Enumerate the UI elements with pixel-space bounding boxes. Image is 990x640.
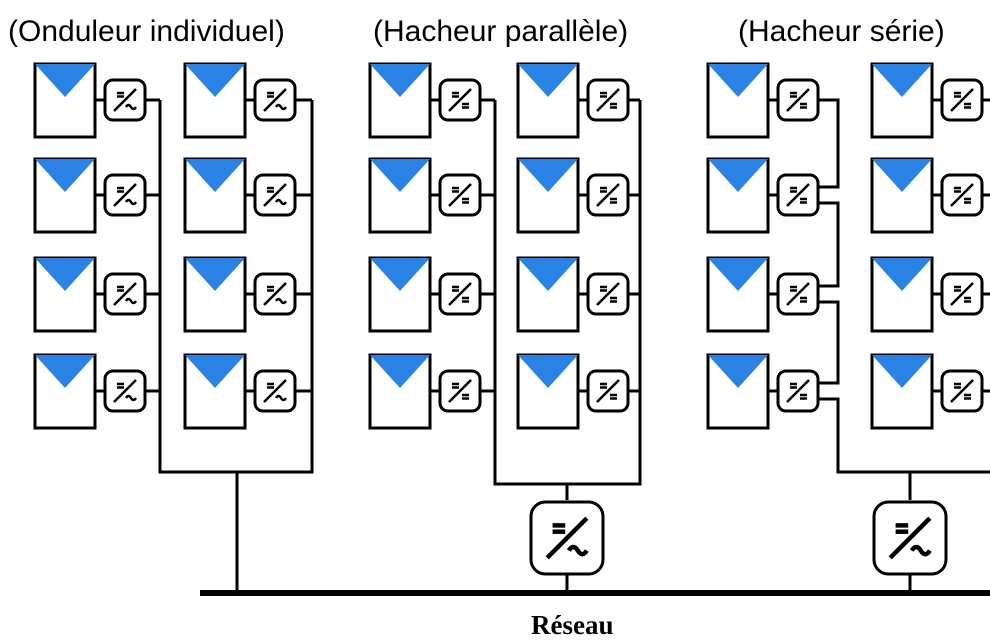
- grid-label: Réseau: [531, 610, 614, 640]
- solar-panel-icon: [516, 353, 580, 430]
- solar-panel-icon: [516, 256, 580, 333]
- solar-panel-icon: [368, 353, 432, 430]
- components: [33, 62, 984, 576]
- dc-dc-converter-icon: [438, 78, 482, 122]
- title-individual-inverter: (Onduleur individuel): [8, 15, 285, 48]
- dc-dc-converter-icon: [586, 369, 630, 413]
- dc-dc-converter-icon: [586, 78, 630, 122]
- solar-panel-icon: [870, 353, 934, 430]
- solar-panel-icon: [706, 353, 770, 430]
- wiring: [95, 98, 990, 593]
- dc-ac-converter-icon: [253, 369, 297, 413]
- solar-panel-icon: [183, 157, 247, 234]
- dc-ac-converter-icon: [103, 78, 147, 122]
- title-parallel-chopper: (Hacheur parallèle): [373, 15, 628, 48]
- dc-dc-converter-icon: [940, 369, 984, 413]
- dc-ac-converter-icon: [253, 173, 297, 217]
- dc-dc-converter-icon: [776, 272, 820, 316]
- solar-panel-icon: [33, 256, 97, 333]
- solar-panel-icon: [516, 157, 580, 234]
- dc-ac-inverter-icon: [872, 500, 948, 576]
- solar-panel-icon: [183, 256, 247, 333]
- solar-panel-icon: [368, 62, 432, 139]
- solar-panel-icon: [706, 62, 770, 139]
- dc-ac-converter-icon: [253, 272, 297, 316]
- solar-panel-icon: [33, 157, 97, 234]
- solar-panel-icon: [706, 157, 770, 234]
- dc-dc-converter-icon: [776, 173, 820, 217]
- series-link: [818, 201, 840, 288]
- dc-ac-converter-icon: [103, 173, 147, 217]
- dc-dc-converter-icon: [586, 173, 630, 217]
- series-link: [818, 397, 990, 474]
- dc-dc-converter-icon: [438, 369, 482, 413]
- dc-dc-converter-icon: [940, 78, 984, 122]
- dc-ac-converter-icon: [103, 272, 147, 316]
- solar-panel-icon: [516, 62, 580, 139]
- solar-panel-icon: [33, 62, 97, 139]
- solar-panel-icon: [183, 62, 247, 139]
- title-series-chopper: (Hacheur série): [738, 15, 945, 48]
- dc-ac-inverter-icon: [529, 500, 605, 576]
- series-link: [818, 98, 840, 189]
- dc-dc-converter-icon: [438, 272, 482, 316]
- dc-dc-converter-icon: [940, 272, 984, 316]
- solar-panel-icon: [368, 157, 432, 234]
- dc-dc-converter-icon: [940, 173, 984, 217]
- dc-ac-converter-icon: [253, 78, 297, 122]
- solar-panel-icon: [368, 256, 432, 333]
- solar-panel-icon: [183, 353, 247, 430]
- dc-dc-converter-icon: [586, 272, 630, 316]
- solar-panel-icon: [706, 256, 770, 333]
- solar-panel-icon: [870, 62, 934, 139]
- series-link: [818, 300, 840, 385]
- dc-ac-converter-icon: [103, 369, 147, 413]
- solar-panel-icon: [870, 256, 934, 333]
- solar-panel-icon: [870, 157, 934, 234]
- dc-dc-converter-icon: [438, 173, 482, 217]
- dc-dc-converter-icon: [776, 369, 820, 413]
- dc-dc-converter-icon: [776, 78, 820, 122]
- solar-panel-icon: [33, 353, 97, 430]
